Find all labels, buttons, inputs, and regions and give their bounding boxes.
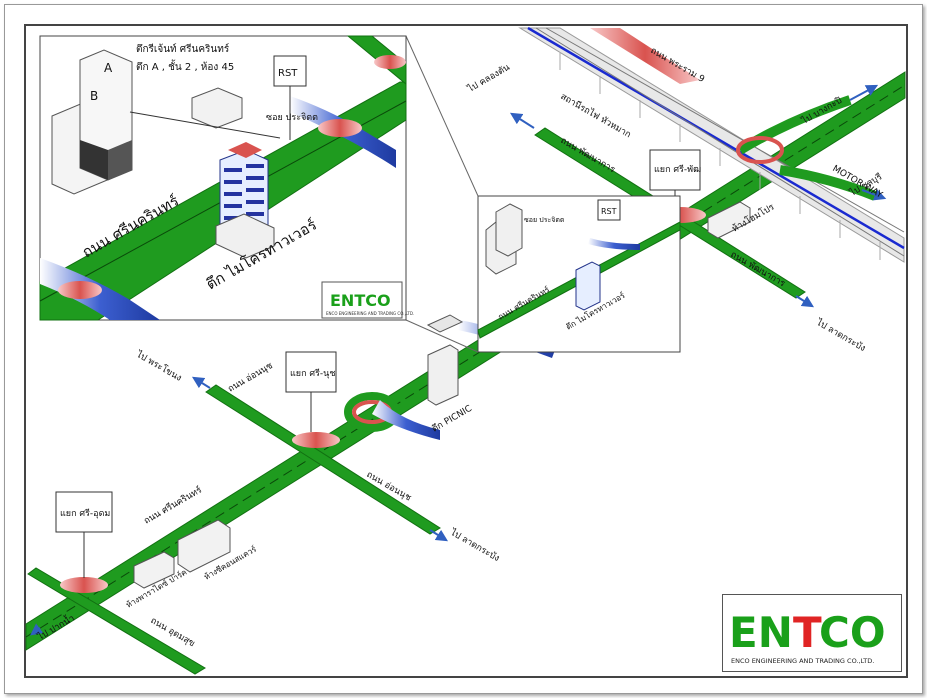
enco-logo: EN T CO ENCO ENGINEERING AND TRADING CO.… — [722, 594, 902, 672]
homepro-building — [707, 201, 751, 239]
small-inset: RST ซอย ประจิตต ถนน ศรีนครินทร์ ตึก ไมโค… — [477, 195, 681, 353]
inset-logo-company: ENCO ENGINEERING AND TRADING CO.,LTD. — [326, 311, 414, 316]
small-soi-label: ซอย ประจิตต — [524, 216, 565, 224]
inset-connector-top — [405, 35, 479, 197]
arrow-chonburi — [861, 189, 887, 201]
small-rst-label: RST — [601, 207, 617, 216]
inset-logo-text: ENTCO — [330, 291, 391, 310]
arrow-latkrabang-2 — [429, 529, 449, 542]
label-to-latkrabang-2: ไป ลาดกระบัง — [448, 527, 502, 564]
logo-co: CO — [819, 608, 886, 657]
logo-company: ENCO ENGINEERING AND TRADING CO.,LTD. — [731, 657, 874, 665]
label-to-phrakhanong: ไป พระโขนง — [134, 349, 184, 384]
tower-a-label: A — [104, 61, 113, 75]
arrow-bangkapi — [849, 84, 879, 101]
arrow-paknam — [30, 623, 44, 636]
inset-connector-bottom — [405, 319, 479, 353]
label-to-latkrabang-1: ไป ลาดกระบัง — [814, 317, 868, 354]
large-inset: A B RST ตึกรีเจ้นท์ ศรีนครินทร์ ตึก A , … — [39, 35, 414, 321]
inset-rst-label: RST — [278, 68, 298, 79]
sign-si-phat: แยก ศรี-พัฒ — [649, 149, 701, 212]
arrow-klongton — [509, 112, 535, 129]
label-picnic: ตึก PICNIC — [430, 403, 474, 435]
enco-logo-mark: EN T CO ENCO ENGINEERING AND TRADING CO.… — [729, 608, 886, 665]
sign-si-udom: แยก ศรี-อุดม — [55, 491, 113, 578]
arrow-phrakhanong — [191, 376, 211, 389]
seacon-building — [177, 519, 231, 573]
logo-en: EN — [729, 608, 793, 657]
label-junction-si-phat: แยก ศรี-พัฒ — [654, 164, 701, 175]
office-line2: ตึก A , ชั้น 2 , ห้อง 45 — [136, 59, 234, 73]
office-line1: ตึกรีเจ้นท์ ศรีนครินทร์ — [136, 43, 230, 55]
label-airport-link: สถานีรถไฟ หัวหมาก — [559, 91, 633, 140]
label-phatthanakan-2: ถนน พัฒนาการ — [729, 250, 787, 289]
udomsuk-road — [27, 567, 206, 675]
arrow-latkrabang-1 — [795, 295, 815, 308]
overpass-si-nut — [292, 432, 340, 448]
motorway-expressway — [518, 26, 905, 263]
label-junction-si-udom: แยก ศรี-อุดม — [60, 508, 110, 519]
paradise-building — [133, 551, 175, 589]
tower-b-label: B — [90, 89, 98, 103]
picnic-building — [426, 314, 464, 406]
label-onnut-1: ถนน อ่อนนุช — [227, 361, 275, 395]
label-to-klongton: ไป คลองตัน — [465, 62, 512, 95]
overpass-si-udom — [60, 577, 108, 593]
label-junction-si-nut: แยก ศรี-นุช — [290, 368, 335, 379]
logo-t: T — [793, 608, 822, 657]
canal-1 — [372, 400, 440, 440]
inset-soi-label: ซอย ประจิตต — [266, 112, 318, 123]
sign-si-nut: แยก ศรี-นุช — [285, 351, 337, 432]
onnut-road — [205, 384, 441, 535]
